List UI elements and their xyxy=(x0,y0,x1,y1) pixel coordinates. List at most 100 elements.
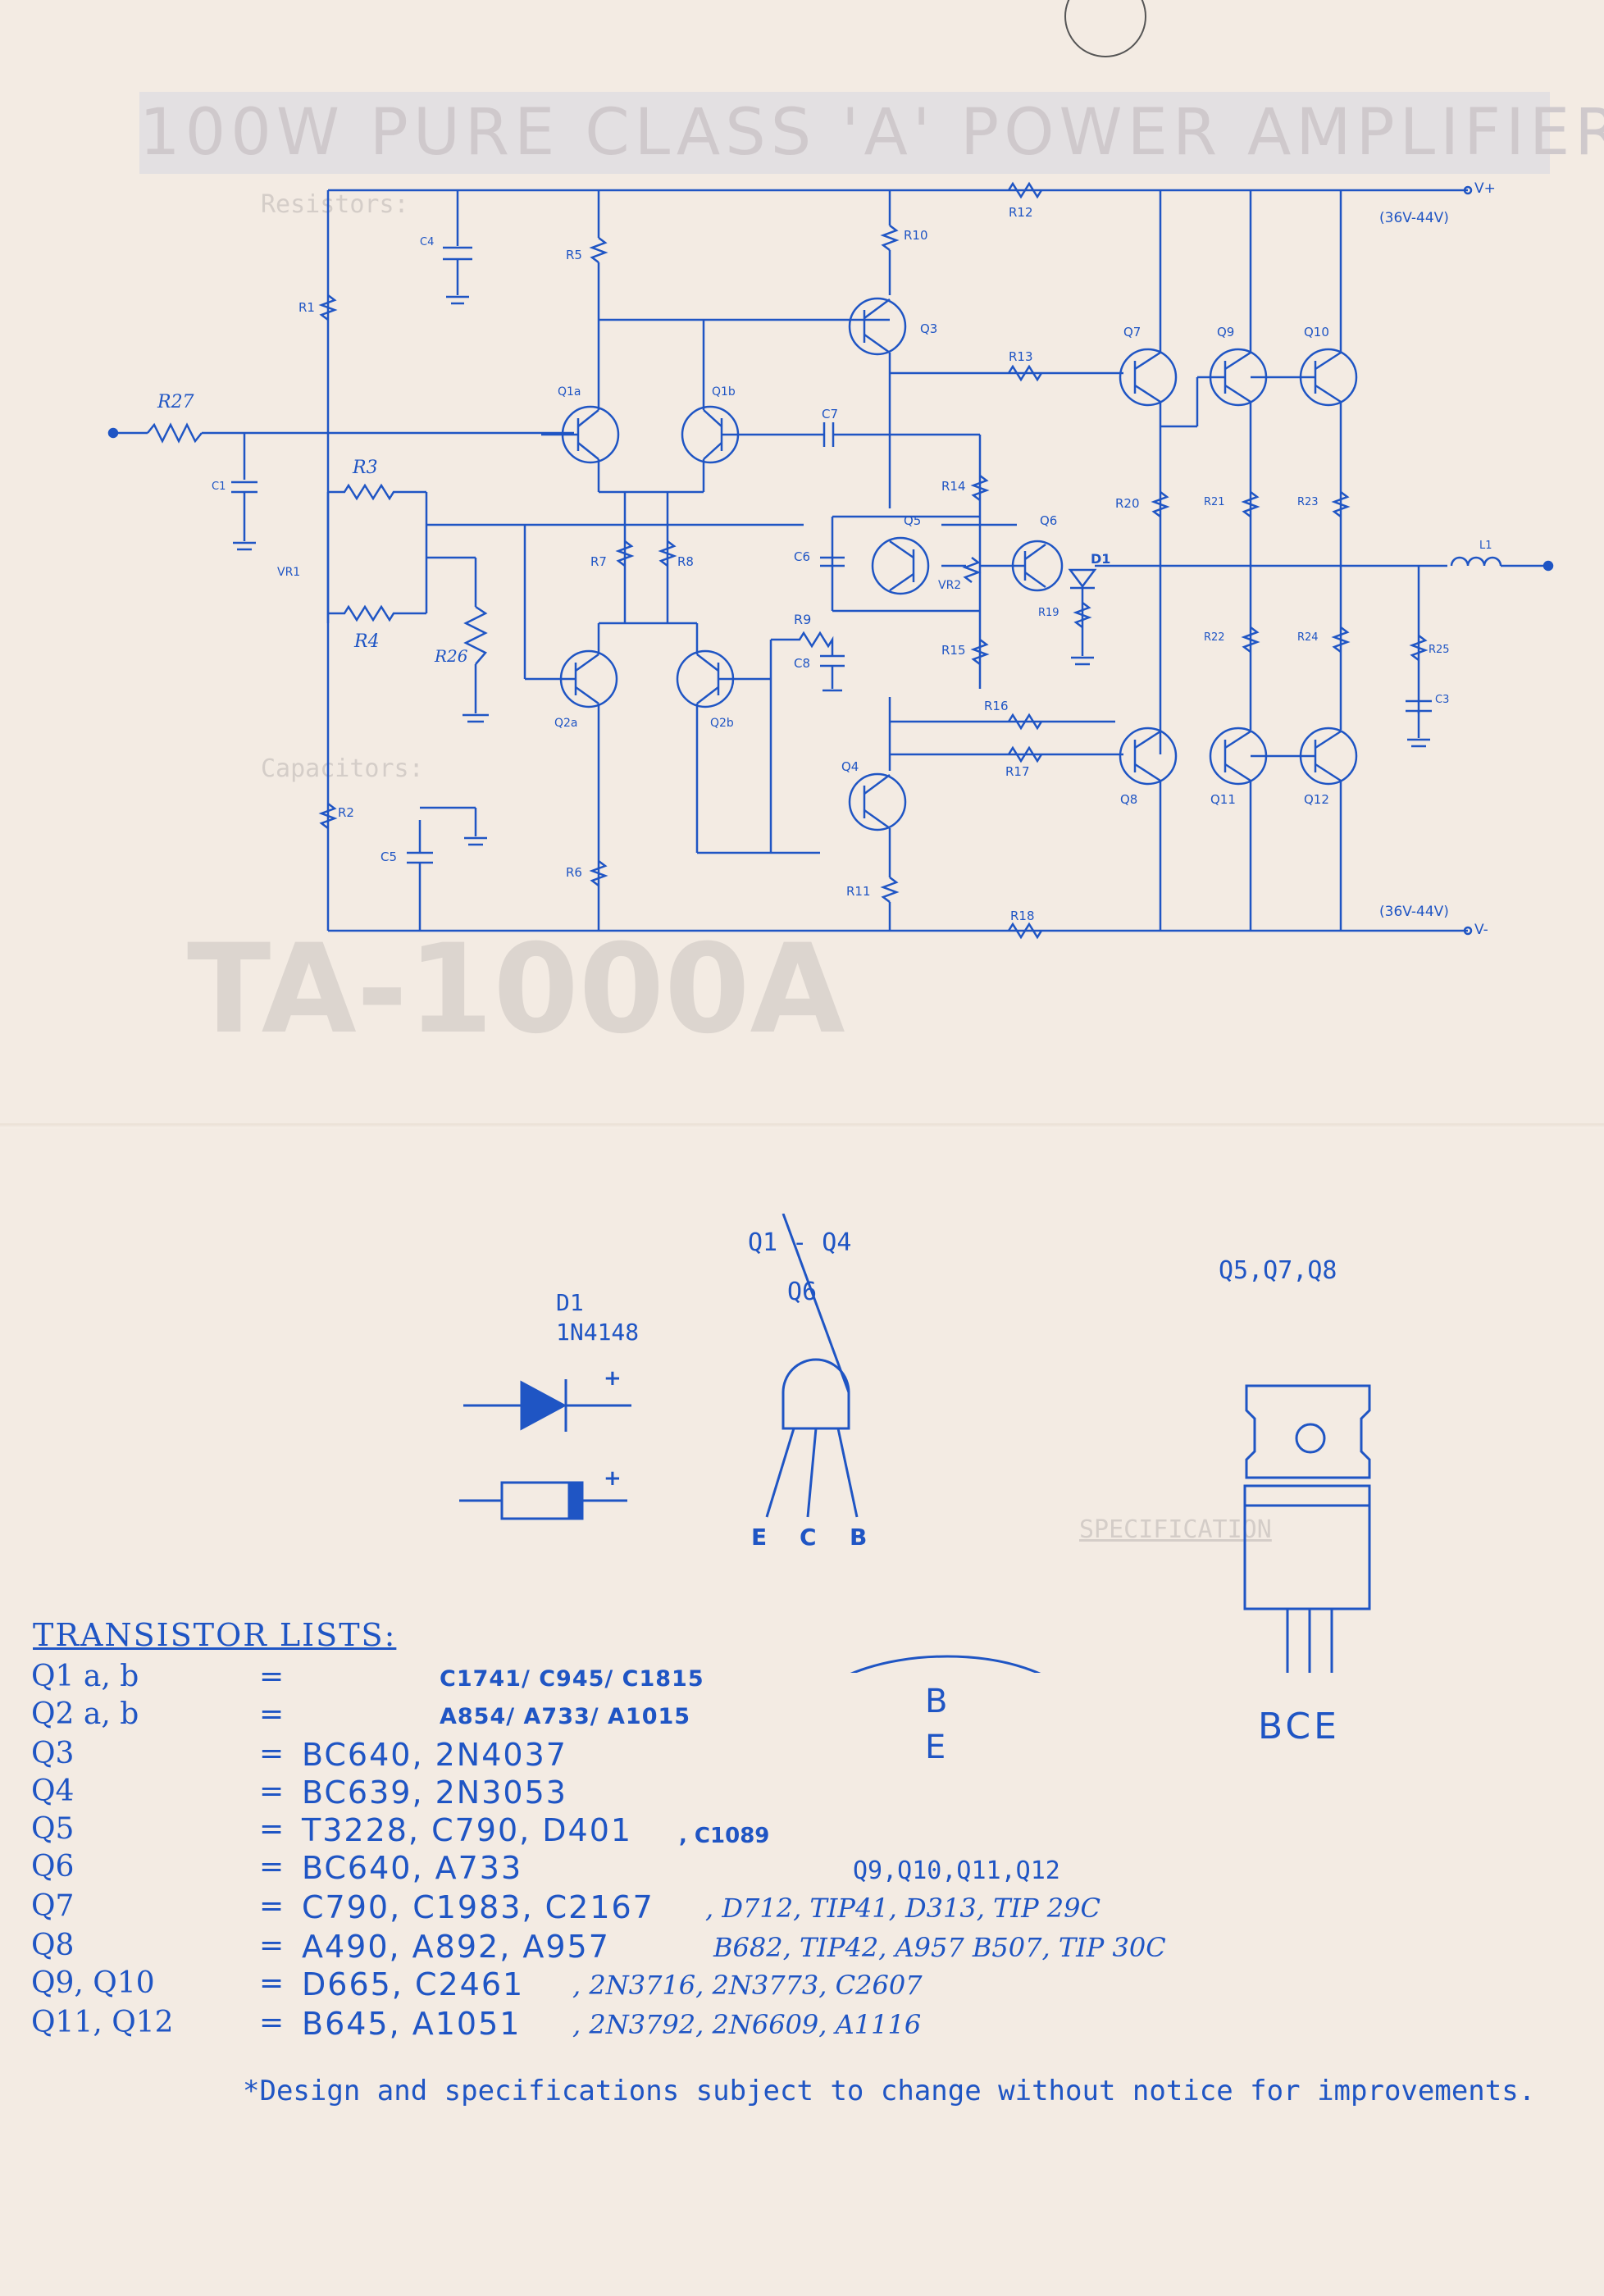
transistor-label: Q10 xyxy=(1304,325,1329,339)
transistor-parts: B645, A1051 xyxy=(302,2006,522,2042)
resistor-label: R7 xyxy=(590,554,607,569)
transistor-row: Q6 = BC640, A733 xyxy=(31,1850,1261,1888)
to220-pin-labels: BCE xyxy=(1258,1706,1340,1747)
transistor-name: Q3 xyxy=(31,1737,75,1770)
resistor-label: R21 xyxy=(1204,496,1225,508)
equals-sign: = xyxy=(259,1737,285,1770)
transistor-name: Q9, Q10 xyxy=(31,1966,155,2000)
resistor-label: R18 xyxy=(1010,909,1035,923)
capacitor-label: C6 xyxy=(794,549,811,564)
transistor-parts: BC639, 2N3053 xyxy=(302,1774,567,1811)
resistor-label: R27 xyxy=(157,392,194,412)
to92-pin-e: E xyxy=(751,1524,768,1551)
transistor-name: Q5 xyxy=(31,1812,75,1846)
equals-sign: = xyxy=(259,2006,285,2039)
to220-title: Q5,Q7,Q8 xyxy=(1219,1256,1337,1285)
resistor-label: R10 xyxy=(904,228,928,243)
to92-title: Q1 - Q4 xyxy=(748,1228,852,1257)
transistor-row: Q5 = T3228, C790, D401 , C1089 xyxy=(31,1812,1261,1850)
transistor-parts: D665, C2461 xyxy=(302,1966,525,2002)
transistor-parts-extra: , C1089 xyxy=(679,1824,770,1848)
rail-positive-label: V+ xyxy=(1474,180,1496,197)
resistor-label: R5 xyxy=(566,248,582,262)
transistor-name: Q2 a, b xyxy=(31,1697,139,1731)
transistor-label: Q1a xyxy=(558,385,581,399)
transistor-label: Q8 xyxy=(1120,792,1138,807)
to92-subtitle: Q6 xyxy=(787,1278,818,1306)
resistor-label: R25 xyxy=(1429,644,1450,656)
transistor-label: Q4 xyxy=(841,759,859,774)
package-outlines xyxy=(459,1214,1371,1673)
diode-plus-marking: + xyxy=(604,1366,622,1391)
transistor-parts-extra: B682, TIP42, A957 B507, TIP 30C xyxy=(713,1932,1166,1963)
resistor-label: R26 xyxy=(435,646,468,666)
transistor-label: Q7 xyxy=(1123,325,1141,339)
transistor-row: Q3 = BC640, 2N4037 xyxy=(31,1737,1261,1774)
transistor-parts-extra: , D712, TIP41, D313, TIP 29C xyxy=(705,1893,1100,1924)
transistor-name: Q11, Q12 xyxy=(31,2006,174,2039)
transistor-label: Q6 xyxy=(1040,513,1058,528)
equals-sign: = xyxy=(259,1850,285,1884)
transistor-parts: T3228, C790, D401 xyxy=(302,1812,633,1848)
resistor-label: R3 xyxy=(353,458,378,478)
diode-title: D1 xyxy=(556,1289,584,1316)
diode-plus-marking: + xyxy=(604,1466,622,1491)
to92-pin-b: B xyxy=(850,1524,868,1551)
transistor-row: Q9, Q10 = D665, C2461 , 2N3716, 2N3773, … xyxy=(31,1966,1261,2004)
transistor-name: Q4 xyxy=(31,1774,75,1808)
capacitor-label: C4 xyxy=(420,236,435,248)
resistor-label: R11 xyxy=(846,884,871,899)
transistor-label: Q9 xyxy=(1217,325,1235,339)
equals-sign: = xyxy=(259,1966,285,2000)
transistor-parts: BC640, 2N4037 xyxy=(302,1737,567,1773)
transistor-label: Q12 xyxy=(1304,792,1329,807)
resistor-label: R4 xyxy=(354,631,380,652)
transistor-label: Q2b xyxy=(710,717,734,730)
diode-part-number: 1N4148 xyxy=(556,1319,640,1346)
transistor-row: Q1 a, b = C1741/ C945/ C1815 xyxy=(31,1660,1261,1697)
resistor-label: R1 xyxy=(298,300,315,315)
transistor-parts: BC640, A733 xyxy=(302,1850,523,1886)
transistor-row: Q2 a, b = A854/ A733/ A1015 xyxy=(31,1697,1261,1735)
resistor-label: R16 xyxy=(984,699,1009,713)
equals-sign: = xyxy=(259,1774,285,1808)
transistor-parts: C1741/ C945/ C1815 xyxy=(440,1666,704,1692)
pot-label: VR1 xyxy=(277,566,301,579)
footnote: *Design and specifications subject to ch… xyxy=(243,2075,1536,2107)
resistor-label: R19 xyxy=(1038,607,1059,619)
capacitor-label: C1 xyxy=(212,481,226,493)
transistor-label: Q3 xyxy=(920,321,938,336)
resistor-label: R17 xyxy=(1005,764,1030,779)
supply-negative-label: (36V-44V) xyxy=(1379,904,1449,920)
transistor-label: Q11 xyxy=(1210,792,1236,807)
resistor-label: R15 xyxy=(941,643,966,658)
transistor-row: Q4 = BC639, 2N3053 xyxy=(31,1774,1261,1812)
amplifier-schematic xyxy=(107,181,1554,940)
to3-pin-e: E xyxy=(925,1729,946,1766)
resistor-label: R13 xyxy=(1009,349,1033,364)
transistor-list-heading: TRANSISTOR LISTS: xyxy=(33,1617,397,1653)
equals-sign: = xyxy=(259,1812,285,1846)
transistor-label: Q2a xyxy=(554,717,578,730)
inductor-label: L1 xyxy=(1479,540,1492,552)
capacitor-label: C8 xyxy=(794,656,811,671)
equals-sign: = xyxy=(259,1697,285,1731)
transistor-parts: C790, C1983, C2167 xyxy=(302,1889,654,1925)
resistor-label: R22 xyxy=(1204,631,1225,644)
diode-label: D1 xyxy=(1091,551,1111,567)
pot-label: VR2 xyxy=(938,579,962,592)
bleed-through-line: Capacitors: xyxy=(261,754,424,783)
resistor-label: R23 xyxy=(1297,496,1319,508)
to92-pin-c: C xyxy=(800,1524,817,1551)
transistor-parts-extra: , 2N3792, 2N6609, A1116 xyxy=(572,2009,922,2040)
transistor-parts: A490, A892, A957 xyxy=(302,1929,610,1965)
resistor-label: R12 xyxy=(1009,205,1033,220)
page-fold xyxy=(0,1123,1604,1128)
resistor-label: R9 xyxy=(794,612,812,627)
resistor-label: R2 xyxy=(338,805,354,820)
transistor-row: Q7 = C790, C1983, C2167 , D712, TIP41, D… xyxy=(31,1889,1261,1927)
transistor-row: Q8 = A490, A892, A957 B682, TIP42, A957 … xyxy=(31,1929,1261,1966)
bleed-through-line: Resistors: xyxy=(261,190,409,219)
resistor-label: R14 xyxy=(941,479,966,494)
